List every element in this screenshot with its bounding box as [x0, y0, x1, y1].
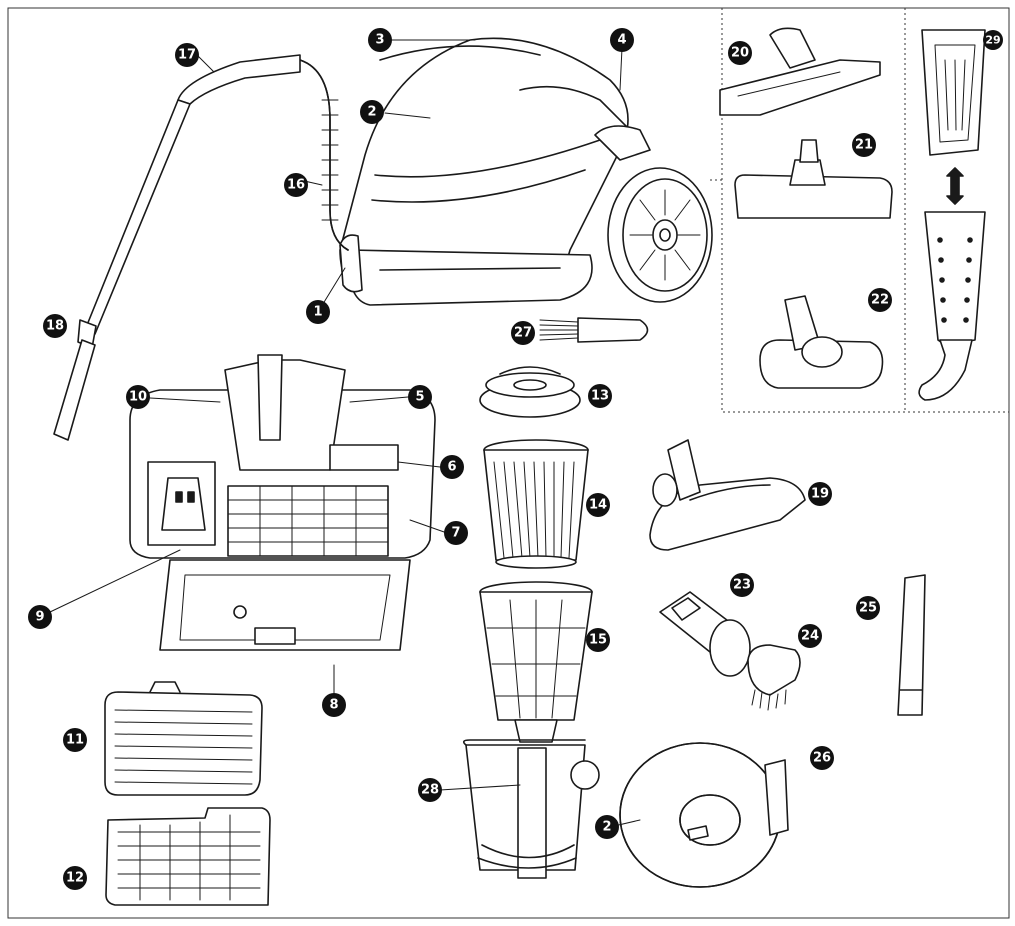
- crevice-tool-25: [897, 574, 926, 716]
- svg-text:12: 12: [66, 871, 84, 886]
- filter-11: [104, 681, 263, 796]
- svg-text:10: 10: [129, 390, 147, 405]
- badge-20: 20: [728, 41, 752, 65]
- badge-13: 13: [588, 384, 612, 408]
- badge-24: 24: [798, 624, 822, 648]
- filter-cap-13: [479, 366, 581, 418]
- badge-25: 25: [856, 596, 880, 620]
- svg-text:6: 6: [447, 460, 456, 475]
- svg-text:1: 1: [313, 305, 322, 320]
- badge-19: 19: [808, 482, 832, 506]
- svg-text:5: 5: [415, 390, 424, 405]
- svg-text:20: 20: [731, 46, 749, 61]
- svg-text:21: 21: [855, 138, 873, 153]
- svg-text:19: 19: [811, 487, 829, 502]
- badge-2b: 2: [595, 815, 619, 839]
- badge-16: 16: [284, 173, 308, 197]
- badge-1: 1: [306, 300, 330, 324]
- badge-27: 27: [511, 321, 535, 345]
- badge-14: 14: [586, 493, 610, 517]
- svg-text:26: 26: [813, 751, 831, 766]
- svg-text:28: 28: [421, 783, 439, 798]
- badge-15: 15: [586, 628, 610, 652]
- svg-text:11: 11: [66, 733, 84, 748]
- badge-2: 2: [360, 100, 384, 124]
- badge-18: 18: [43, 314, 67, 338]
- vacuum-rear-housing: [129, 354, 436, 651]
- svg-text:18: 18: [46, 319, 64, 334]
- svg-text:15: 15: [589, 633, 607, 648]
- svg-text:27: 27: [514, 326, 532, 341]
- badge-26: 26: [810, 746, 834, 770]
- badge-9: 9: [28, 605, 52, 629]
- badge-10: 10: [126, 385, 150, 409]
- badge-22: 22: [868, 288, 892, 312]
- floor-nozzle-19: [649, 439, 806, 551]
- svg-text:9: 9: [35, 610, 44, 625]
- badge-7: 7: [444, 521, 468, 545]
- diagram-frame: [7, 7, 1010, 919]
- badge-4: 4: [610, 28, 634, 52]
- dusting-brush-27: [539, 317, 649, 343]
- badge-5: 5: [408, 385, 432, 409]
- flat-nozzle-29: [918, 29, 986, 401]
- badge-21: 21: [852, 133, 876, 157]
- svg-text:2: 2: [367, 105, 376, 120]
- badge-8: 8: [322, 693, 346, 717]
- coiled-hose-26: [619, 742, 789, 888]
- turbo-nozzle-21: [734, 139, 893, 219]
- badge-3: 3: [368, 28, 392, 52]
- filter-12: [105, 807, 271, 906]
- svg-text:24: 24: [801, 629, 819, 644]
- badge-11: 11: [63, 728, 87, 752]
- hose-and-wand: [53, 54, 349, 441]
- svg-text:8: 8: [329, 698, 338, 713]
- vacuum-main-body: [339, 37, 713, 306]
- badge-29: 29: [983, 30, 1003, 50]
- svg-text:13: 13: [591, 389, 609, 404]
- part-number-badges: 1 2 2 3 4 5 6 7 8 9 10 11 12 13 14 15 16…: [28, 28, 1003, 890]
- badge-6: 6: [440, 455, 464, 479]
- svg-text:3: 3: [375, 33, 384, 48]
- svg-text:14: 14: [589, 498, 607, 513]
- hard-floor-nozzle-20: [719, 27, 881, 116]
- badge-23: 23: [730, 573, 754, 597]
- svg-text:2: 2: [602, 820, 611, 835]
- leader-lines: [49, 39, 641, 828]
- brush-insert-24: [747, 644, 801, 711]
- svg-text:22: 22: [871, 293, 889, 308]
- cone-filter-14: [483, 439, 589, 569]
- svg-text:7: 7: [451, 526, 460, 541]
- mini-turbo-brush-22: [759, 295, 884, 389]
- badge-28: 28: [418, 778, 442, 802]
- dust-container-28: [462, 739, 600, 879]
- svg-text:16: 16: [287, 178, 305, 193]
- svg-text:23: 23: [733, 578, 751, 593]
- svg-text:29: 29: [985, 34, 1000, 47]
- svg-text:17: 17: [178, 48, 196, 63]
- accessory-panel-border: [710, 8, 1009, 413]
- badge-12: 12: [63, 866, 87, 890]
- svg-text:25: 25: [859, 601, 877, 616]
- svg-text:4: 4: [617, 33, 626, 48]
- upholstery-nozzle-23: [659, 591, 751, 677]
- badge-17: 17: [175, 43, 199, 67]
- mesh-filter-15: [479, 581, 593, 743]
